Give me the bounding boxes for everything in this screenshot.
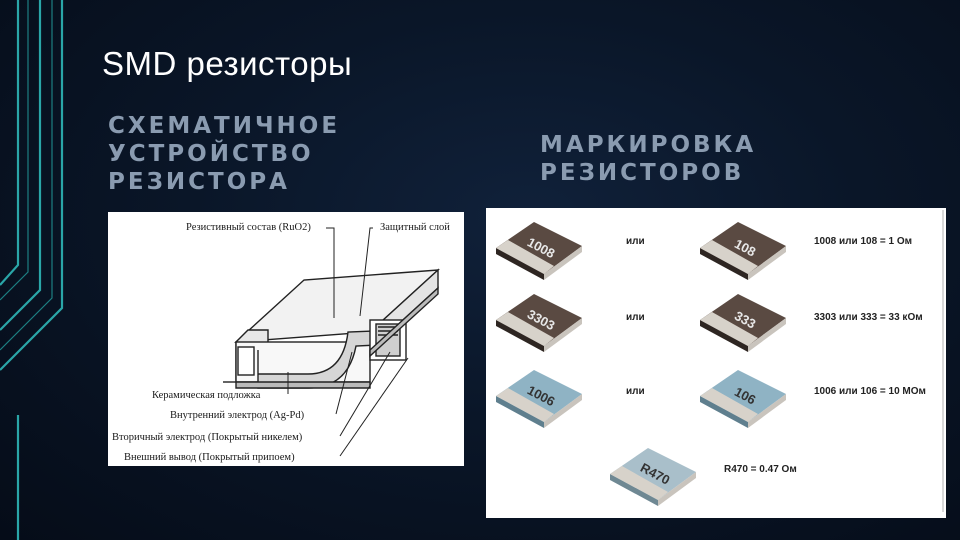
label-inner-electrode: Внутренний электрод (Ag-Pd) — [170, 410, 305, 421]
smd-chip-3303: 3303 — [496, 294, 582, 352]
marking-result: R470 = 0.47 Ом — [724, 464, 797, 475]
smd-chip-333: 333 — [700, 294, 786, 352]
or-label: или — [626, 236, 645, 247]
left-heading: СХЕМАТИЧНОЕ УСТРОЙСТВО РЕЗИСТОРА — [108, 112, 340, 196]
smd-chip-1008: 1008 — [496, 222, 582, 280]
resistor-cross-section-drawing: Резистивный состав (RuO2) Защитный слой … — [112, 222, 450, 463]
right-heading: МАРКИРОВКА РЕЗИСТОРОВ — [540, 131, 756, 187]
label-secondary-electrode: Вторичный электрод (Покрытый никелем) — [112, 432, 303, 443]
left-heading-line-1: СХЕМАТИЧНОЕ — [108, 113, 341, 139]
left-heading-line-2: УСТРОЙСТВО — [108, 141, 314, 167]
label-outer-terminal: Внешний вывод (Покрытый припоем) — [124, 452, 295, 463]
label-ceramic-substrate: Керамическая подложка — [152, 390, 261, 401]
or-label: или — [626, 386, 645, 397]
label-resistive-layer: Резистивный состав (RuO2) — [186, 222, 311, 233]
right-heading-line-2: РЕЗИСТОРОВ — [540, 160, 745, 186]
left-heading-line-3: РЕЗИСТОРА — [108, 169, 290, 195]
smd-chip-1006: 1006 — [496, 370, 582, 428]
smd-chip-108: 108 — [700, 222, 786, 280]
label-protective-layer: Защитный слой — [380, 222, 450, 233]
resistor-marking-chart: 1008 или 108 1008 или 108 = 1 Ом 3303 ил… — [486, 208, 946, 518]
marking-result: 3303 или 333 = 33 кОм — [814, 312, 923, 323]
marking-result: 1008 или 108 = 1 Ом — [814, 236, 913, 247]
decorative-lines — [0, 0, 64, 540]
smd-chip-106: 106 — [700, 370, 786, 428]
marking-result: 1006 или 106 = 10 МОм — [814, 386, 926, 397]
or-label: или — [626, 312, 645, 323]
right-heading-line-1: МАРКИРОВКА — [540, 132, 757, 158]
divider-line — [942, 210, 944, 512]
slide-title: SMD резисторы — [102, 45, 353, 82]
resistor-structure-diagram: Резистивный состав (RuO2) Защитный слой … — [108, 212, 464, 466]
smd-chip-r470: R470 — [610, 448, 696, 506]
